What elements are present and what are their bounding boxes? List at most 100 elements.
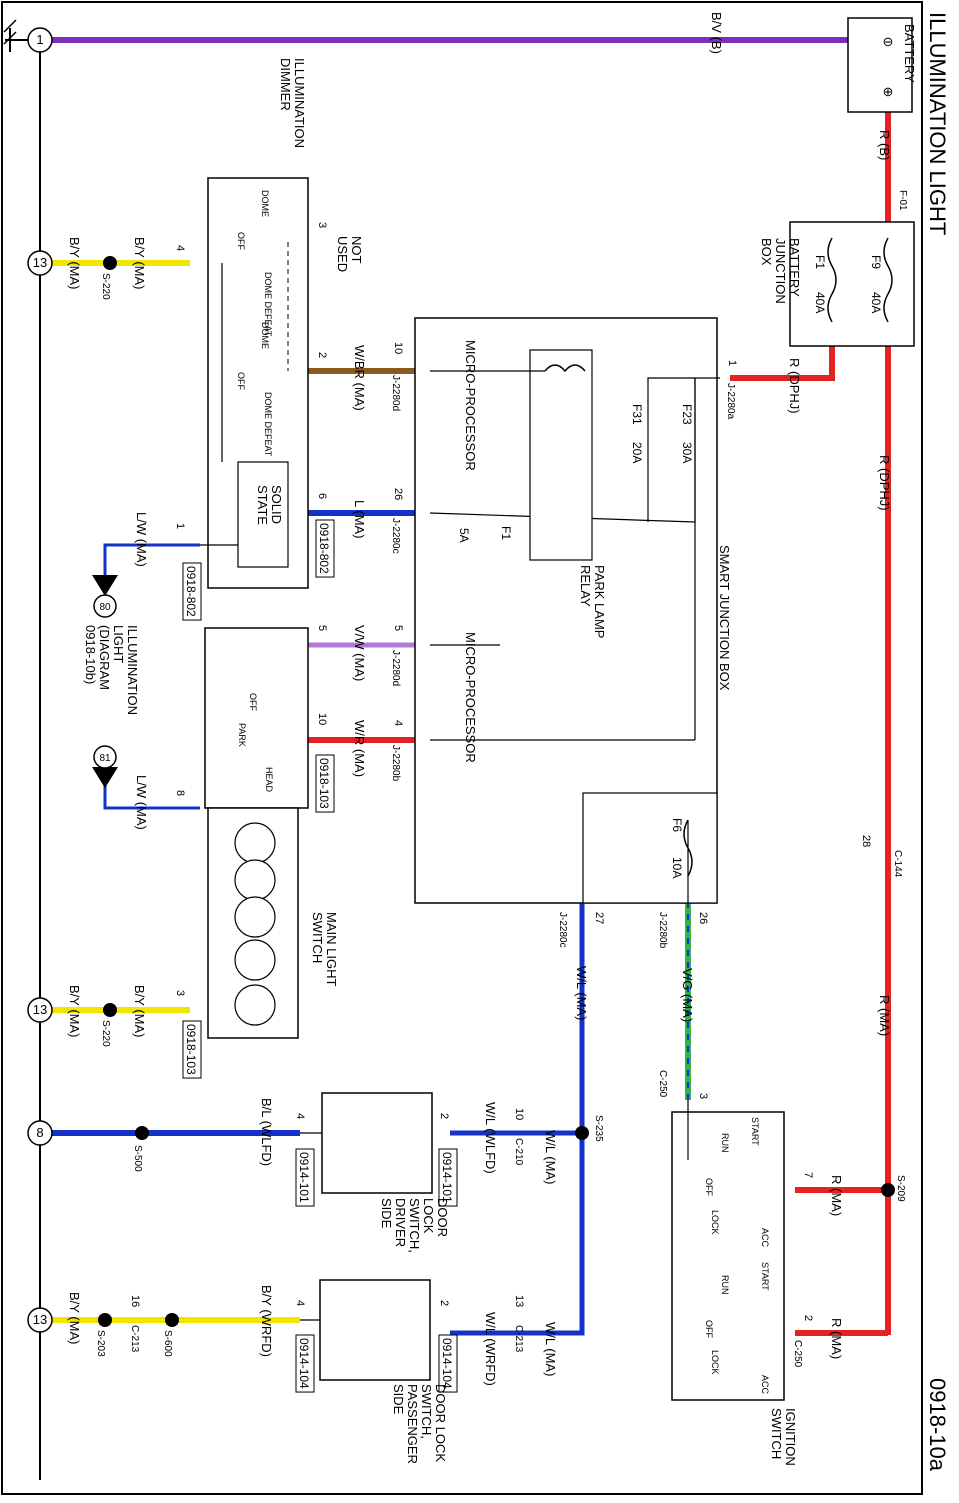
switch-label: OFF (704, 1178, 714, 1196)
wire-label: R (B) (877, 130, 892, 160)
battery-junction-box (789, 221, 915, 347)
switch-label: START (750, 1117, 760, 1146)
wire-label: V/W (MA) (352, 625, 367, 681)
fuse-name: F1 (813, 255, 827, 269)
pin-label: 16 (129, 1295, 141, 1307)
splice-s220-2 (103, 1003, 117, 1017)
microprocessor-label: MICRO-PROCESSOR (463, 632, 478, 763)
main-light-switch-box (204, 627, 309, 809)
microprocessor-label: MICRO-PROCESSOR (463, 340, 478, 471)
fuse-rating: 5A (457, 528, 471, 543)
park-lamp-relay-box (529, 349, 593, 561)
connector-label: F-01 (897, 190, 908, 211)
smart-junction-label: SMART JUNCTION BOX (717, 545, 732, 691)
switch-label: DOME (260, 322, 270, 349)
fuse-f6-icon (683, 819, 693, 877)
ref-box (438, 1148, 458, 1207)
wire-label: R (MA) (877, 995, 892, 1036)
switch-label: DOME (260, 190, 270, 217)
door-lock-passenger-label: DOOR LOCKSWITCH,PASSENGERSIDE (391, 1384, 448, 1464)
battery-box (847, 17, 913, 113)
splice-label: S-600 (162, 1330, 173, 1357)
pin-label: 7 (802, 1172, 814, 1178)
battery-minus-icon: ⊖ (883, 34, 894, 49)
connector-label: J-2280c (557, 912, 568, 948)
offpage-81: 81 (92, 745, 118, 788)
ref-box (295, 1334, 315, 1393)
pin-label: 26 (392, 488, 404, 500)
switch-label: DOME DEFEAT (263, 392, 273, 457)
wire-label: B/Y (MA) (132, 985, 147, 1038)
pin-label: 4 (392, 720, 404, 726)
ground-node-13c: 13 (27, 1307, 53, 1333)
fuse-name: F9 (869, 255, 883, 269)
wire-label: B/Y (WRFD) (259, 1285, 274, 1357)
park-lamp-relay-label: PARK LAMPRELAY (578, 565, 607, 638)
door-lock-driver-label: DOORLOCKSWITCH,DRIVERSIDE (379, 1198, 450, 1253)
connector-label: C-210 (513, 1138, 524, 1166)
switch-label: LOCK (710, 1210, 720, 1235)
fuse-name: F31 (630, 404, 644, 425)
wire-label: W/L (MA) (543, 1322, 558, 1376)
pin-label: 10 (513, 1108, 525, 1120)
ground-node-label: 13 (33, 1002, 47, 1017)
switch-label: RUN (720, 1275, 730, 1295)
not-used-label: NOTUSED (335, 236, 364, 272)
splice-s235 (575, 1126, 589, 1140)
switch-label: PARK (237, 723, 247, 747)
switch-label: ACC (760, 1375, 770, 1395)
ref-box (182, 1020, 202, 1079)
wire-label: W/L (WRFD) (483, 1312, 498, 1386)
wire-label: B/Y (MA) (67, 1292, 82, 1345)
ref-box (182, 562, 202, 621)
pin-label: 3 (316, 222, 328, 228)
ground-node-13b: 13 (27, 997, 53, 1023)
lamp-icon (234, 939, 276, 981)
ground-node-label: 13 (33, 1312, 47, 1327)
pin-label: 27 (593, 912, 605, 924)
wire-label: B/Y (MA) (132, 237, 147, 290)
wire-label: W/L (MA) (543, 1130, 558, 1184)
ref-box-label: 0914-101 (440, 1152, 454, 1203)
pin-label: 28 (860, 835, 872, 847)
connector-label: C-250 (657, 1070, 668, 1098)
ground-node-8: 8 (27, 1120, 53, 1146)
splice-s600 (165, 1313, 179, 1327)
pin-label: 6 (316, 493, 328, 499)
pin-label: 8 (174, 790, 186, 796)
ground-node-label: 1 (36, 32, 43, 47)
pin-label: 3 (697, 1093, 709, 1099)
page-code: 0918-10a (925, 1378, 950, 1472)
fuse-rating: 20A (630, 442, 644, 463)
solid-state-label: SOLIDSTATE (255, 485, 284, 525)
ref-box-label: 0914-101 (297, 1152, 311, 1203)
switch-label: ACC (760, 1228, 770, 1248)
ignition-switch-box (671, 1111, 785, 1401)
fuse-name: F1 (499, 526, 513, 540)
battery-plus-icon: ⊕ (883, 84, 894, 99)
pin-label: 26 (697, 912, 709, 924)
switch-label: OFF (704, 1320, 714, 1338)
lamp-icon (234, 822, 276, 864)
wire-lw-ma-1 (103, 543, 200, 580)
ref-box-label: 0918-802 (184, 566, 198, 617)
illumination-dimmer-label: ILLUMINATIONDIMMER (278, 58, 307, 148)
wire-label: W/L (MA) (574, 966, 589, 1020)
relay-coil-icon (544, 364, 586, 373)
switch-label: HEAD (264, 767, 274, 793)
wire-label: B/Y (MA) (67, 985, 82, 1038)
pin-label: 3 (174, 990, 186, 996)
wire-label: B/Y (MA) (67, 237, 82, 290)
wire-label: V/G (MA) (680, 968, 695, 1022)
ref-box-label: 0914-104 (297, 1338, 311, 1389)
pin-label: 13 (513, 1295, 525, 1307)
wire-label: L/W (MA) (134, 512, 149, 567)
splice-label: S-203 (95, 1330, 106, 1357)
pin-label: 2 (438, 1300, 450, 1306)
pin-label: 2 (316, 352, 328, 358)
fuse-rating: 30A (680, 442, 694, 463)
ref-box-label: 0914-104 (440, 1338, 454, 1389)
ref-box (438, 1334, 458, 1393)
sjb-internal-f31 (647, 377, 695, 522)
battery-label: BATTERY (902, 24, 917, 83)
